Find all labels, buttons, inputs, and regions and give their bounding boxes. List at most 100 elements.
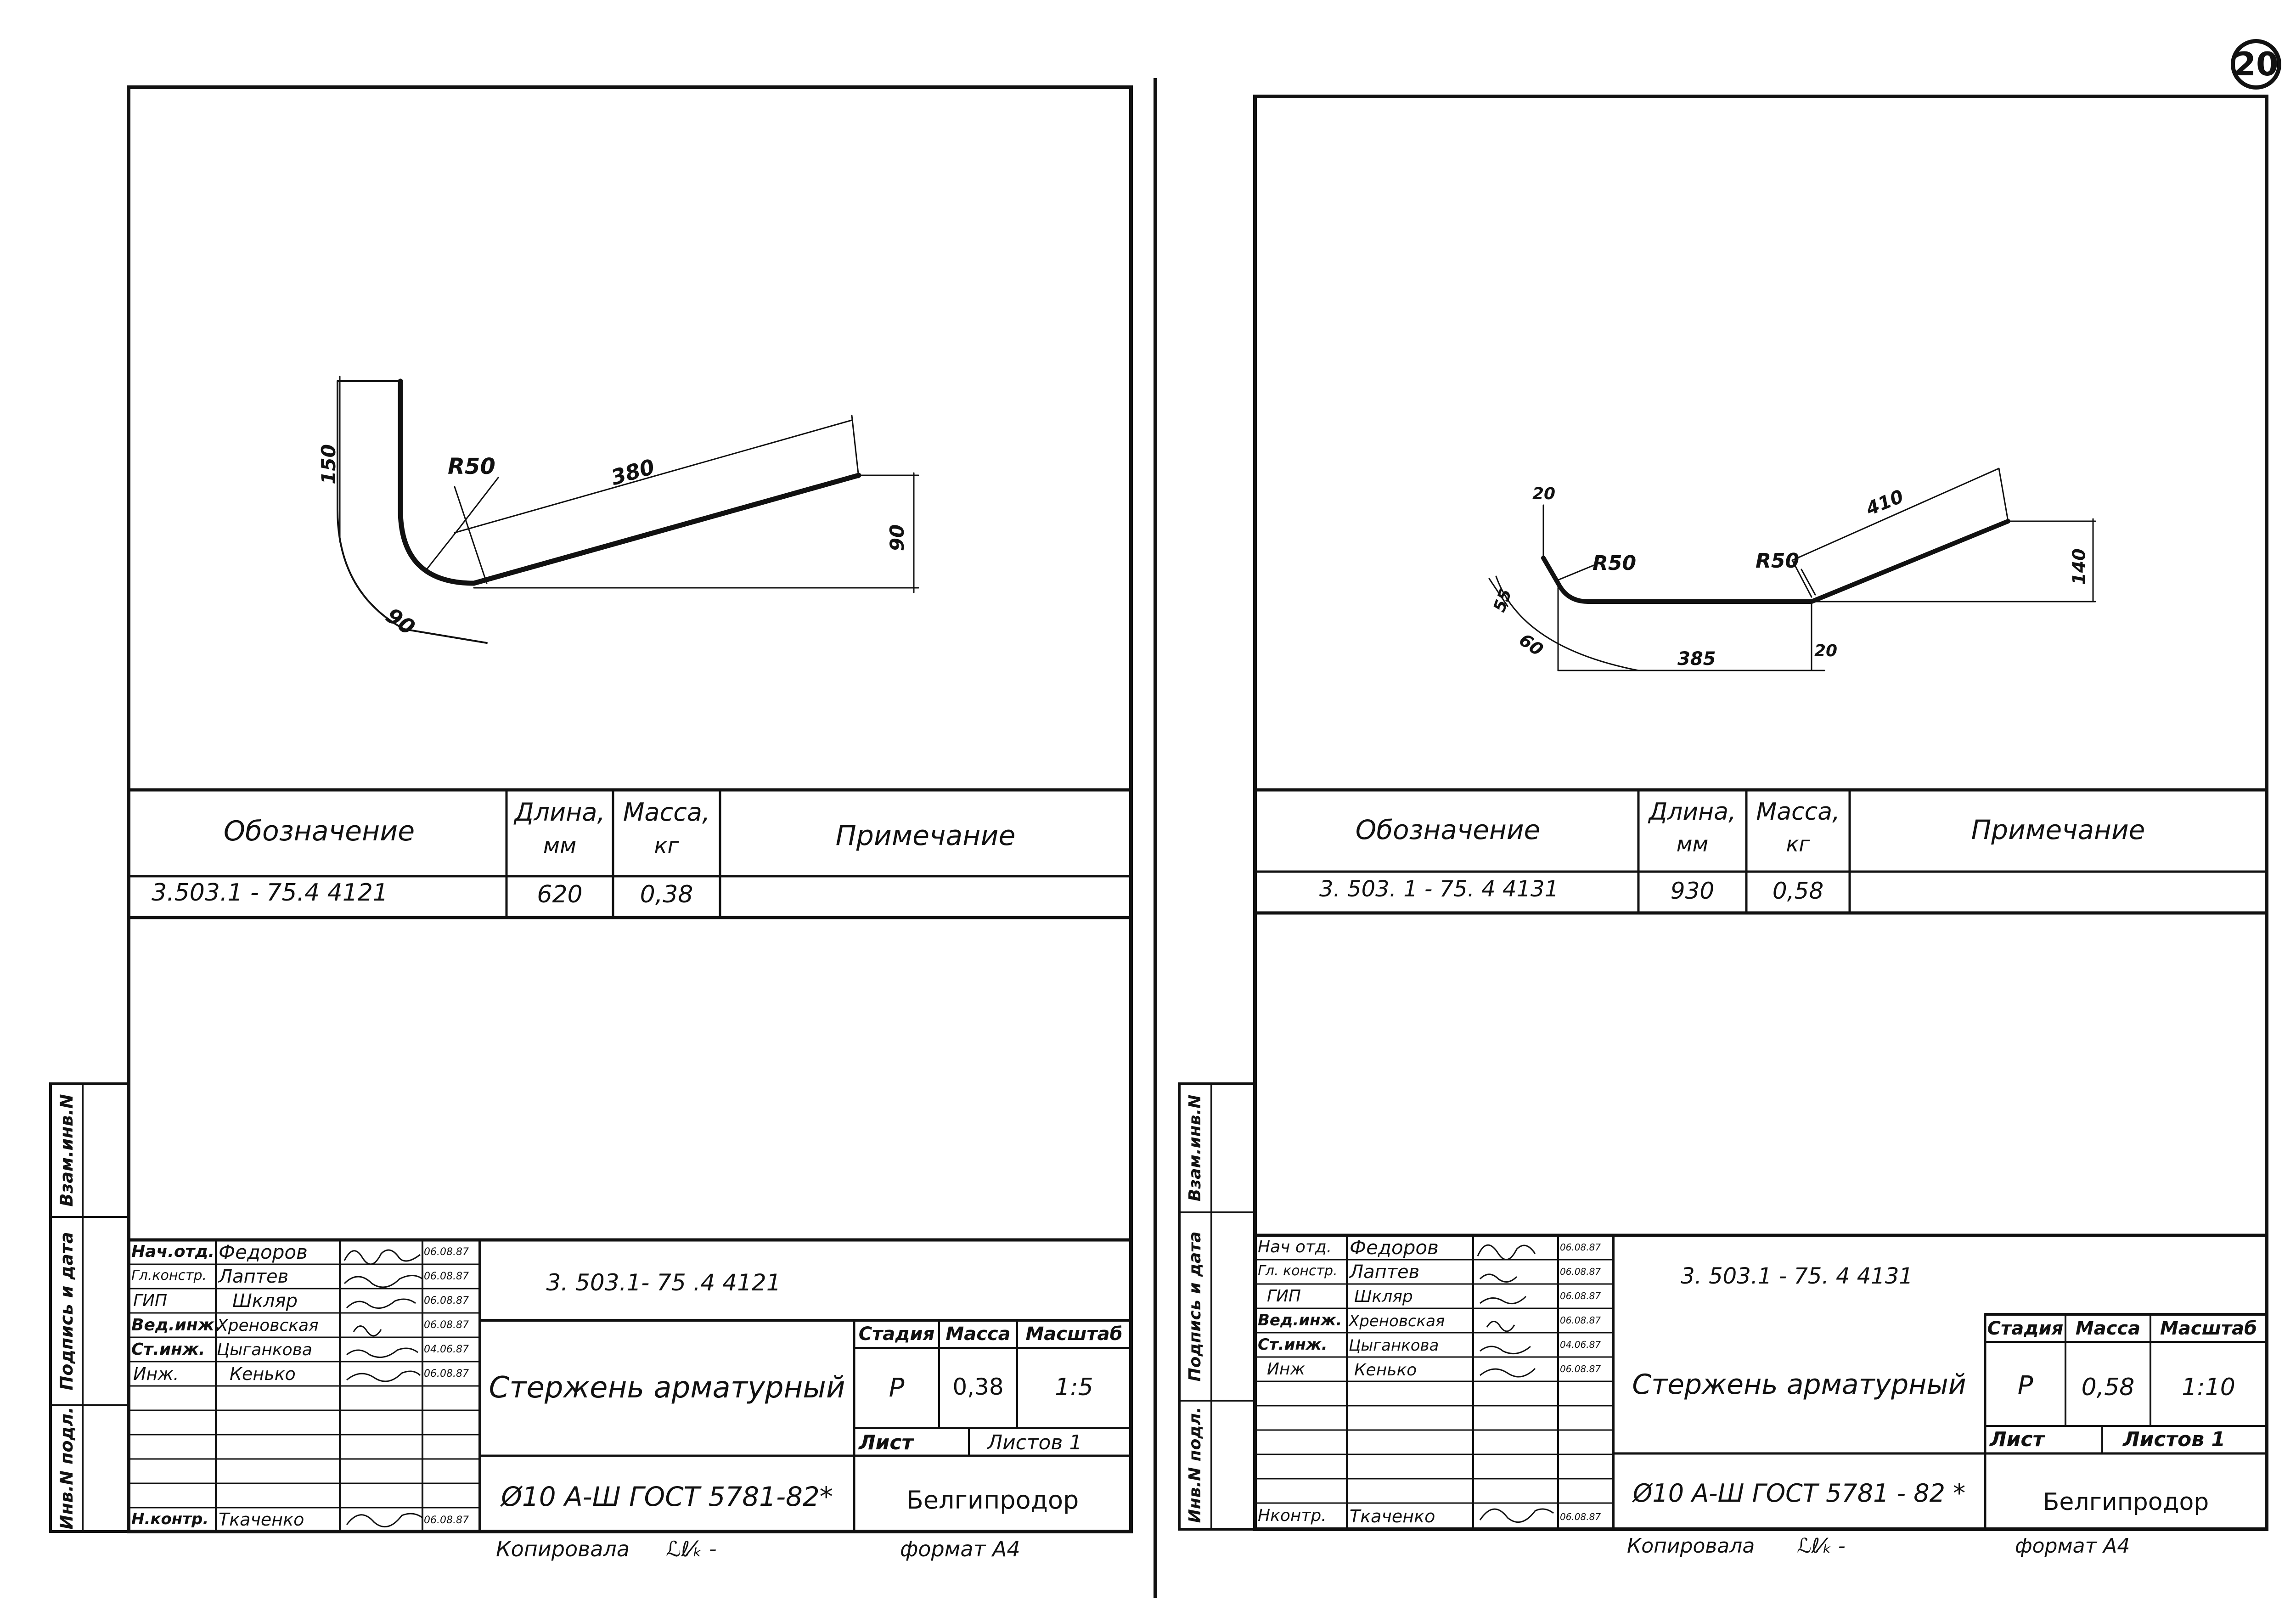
name-1: Федоров	[1350, 1236, 1439, 1259]
copier-signature: ℒℓ⁄ₖ -	[666, 1537, 717, 1561]
role-3: ГИП	[1267, 1287, 1301, 1306]
spec-header-designation: Обозначение	[223, 815, 415, 847]
document-code: 3. 503.1 - 75. 4 4131	[1681, 1263, 1913, 1289]
date-3: 06.08.87	[424, 1295, 469, 1307]
role-2: Гл.констр.	[131, 1267, 207, 1284]
name-4: Хреновская	[1349, 1312, 1445, 1330]
control-name: Ткаченко	[219, 1509, 304, 1530]
spec-header-designation: Обозначение	[1355, 814, 1541, 845]
role-6: Инж	[1267, 1360, 1305, 1379]
control-role: Н.контр.	[131, 1510, 209, 1528]
dimension-radius-2: R50	[1756, 549, 1800, 573]
page-number: 20	[2231, 39, 2281, 90]
sheet-frame-lines	[49, 85, 1133, 1533]
sheets-total: Листов 1	[2123, 1428, 2225, 1451]
copied-by: Копировала	[496, 1537, 630, 1561]
role-4: Вед.инж.	[131, 1316, 221, 1335]
side-label-podpis: Подпись и дата	[1186, 1231, 1204, 1382]
dimension-140: 140	[2069, 548, 2089, 585]
copier-signature: ℒℓ⁄ₖ -	[1797, 1534, 1846, 1558]
spec-header-mass: Масса,	[623, 798, 710, 827]
rebar-drawing-right	[1488, 467, 2096, 671]
dimension-385: 385	[1677, 648, 1716, 670]
role-5: Ст.инж.	[1258, 1335, 1328, 1354]
dimension-20-top: 20	[1532, 484, 1556, 503]
stage-label: Стадия	[1987, 1318, 2064, 1339]
spec-row-designation: 3.503.1 - 75.4 4121	[152, 879, 388, 907]
role-5: Ст.инж.	[131, 1340, 205, 1359]
spec-row-mass: 0,58	[1772, 878, 1824, 904]
drawing-sheet-left: 150 R50 380 90 90 Обозначение Длина, мм …	[49, 85, 1133, 1561]
spec-header-length: Длина,	[1649, 798, 1736, 826]
spec-header-note: Примечание	[835, 820, 1016, 852]
side-label-inv: Инв.N подл.	[56, 1407, 77, 1530]
name-6: Кенько	[230, 1364, 296, 1384]
spec-row-mass: 0,38	[640, 881, 693, 908]
side-label-vzam: Взам.инв.N	[56, 1094, 77, 1207]
scale-label: Масштаб	[2160, 1318, 2257, 1339]
control-name: Ткаченко	[1350, 1506, 1435, 1526]
name-3: Шкляр	[232, 1290, 298, 1312]
sheet-frame-lines-right	[1178, 95, 2268, 1531]
sheets-total: Листов 1	[987, 1431, 1082, 1454]
role-1: Нач отд.	[1258, 1238, 1332, 1256]
role-2: Гл. констр.	[1258, 1263, 1338, 1279]
spec-header-note: Примечание	[1971, 814, 2145, 845]
date-1: 06.08.87	[1560, 1242, 1601, 1253]
mass-label: Масса	[945, 1323, 1011, 1345]
stage-label: Стадия	[858, 1323, 935, 1345]
role-3: ГИП	[133, 1291, 168, 1310]
document-title: Стержень арматурный	[1632, 1368, 1966, 1401]
side-label-inv: Инв.N подл.	[1186, 1407, 1204, 1523]
date-5: 04.06.87	[1560, 1339, 1601, 1350]
spec-header-mass-unit: кг	[1786, 832, 1810, 856]
spec-header-length-unit: мм	[543, 833, 577, 859]
role-1: Нач.отд.	[131, 1242, 215, 1261]
date-2: 06.08.87	[1560, 1266, 1601, 1277]
role-4: Вед.инж.	[1258, 1311, 1342, 1329]
side-label-podpis: Подпись и дата	[56, 1232, 77, 1391]
organization: Белгипродор	[906, 1486, 1079, 1515]
date-6: 06.08.87	[1560, 1363, 1601, 1374]
mass-label: Масса	[2075, 1318, 2141, 1339]
date-3: 06.08.87	[1560, 1290, 1601, 1301]
name-2: Лаптев	[1350, 1261, 1420, 1283]
spec-row-length: 620	[537, 881, 583, 908]
name-5: Цыганкова	[217, 1340, 312, 1359]
role-6: Инж.	[133, 1364, 179, 1384]
side-label-vzam: Взам.инв.N	[1186, 1094, 1204, 1202]
sheet-label: Лист	[859, 1431, 913, 1454]
sheet-separator	[1154, 78, 1157, 1598]
rebar-drawing-left	[337, 376, 919, 644]
date-6: 06.08.87	[424, 1368, 469, 1380]
dimension-radius: R50	[448, 454, 495, 479]
dimension-150: 150	[317, 444, 340, 484]
date-5: 04.06.87	[424, 1344, 469, 1355]
spec-row-length: 930	[1670, 878, 1715, 904]
dimension-radius-1: R50	[1593, 552, 1637, 575]
date-1: 06.08.87	[424, 1246, 469, 1258]
scale-label: Масштаб	[1025, 1323, 1123, 1345]
spec-row-designation: 3. 503. 1 - 75. 4 4131	[1319, 876, 1559, 902]
mass-value: 0,58	[2081, 1374, 2135, 1401]
organization: Белгипродор	[2043, 1488, 2209, 1516]
control-role: Нконтр.	[1258, 1506, 1327, 1525]
scale-value: 1:10	[2182, 1374, 2235, 1401]
stage-value: Р	[2017, 1371, 2033, 1401]
sheet-label: Лист	[1990, 1428, 2044, 1451]
stage-value: Р	[889, 1373, 905, 1403]
document-code: 3. 503.1- 75 .4 4121	[546, 1269, 781, 1296]
spec-header-mass: Масса,	[1756, 798, 1840, 826]
name-1: Федоров	[219, 1241, 308, 1263]
paper-format: формат А4	[900, 1537, 1020, 1561]
dimension-90-vertical: 90	[886, 524, 909, 552]
date-2: 06.08.87	[424, 1271, 469, 1282]
material-spec: Ø10 А-Ш ГОСТ 5781-82*	[501, 1481, 833, 1512]
material-spec: Ø10 А-Ш ГОСТ 5781 - 82 *	[1632, 1479, 1966, 1508]
name-3: Шкляр	[1354, 1287, 1413, 1306]
paper-format: формат А4	[2015, 1534, 2130, 1558]
copied-by: Копировала	[1627, 1534, 1755, 1558]
date-4: 06.08.87	[1560, 1315, 1601, 1326]
spec-header-length-unit: мм	[1676, 832, 1709, 856]
control-date: 06.08.87	[1560, 1511, 1601, 1522]
